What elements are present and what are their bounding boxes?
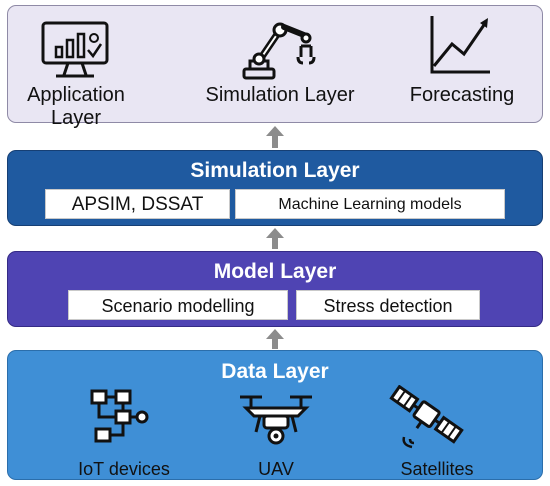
application-layer-label: Application Layer	[27, 84, 125, 129]
arrow-up-icon	[266, 329, 284, 349]
drone-icon	[240, 395, 312, 445]
iot-network-icon	[90, 389, 149, 443]
apsim-dssat-chip: APSIM, DSSAT	[45, 189, 230, 219]
satellite-icon	[389, 385, 464, 449]
model-layer-title: Model Layer	[213, 260, 337, 283]
scenario-modelling-chip: Scenario modelling	[68, 290, 288, 320]
arrow-up-icon	[266, 228, 284, 249]
stress-detection-chip: Stress detection	[296, 290, 480, 320]
data-layer-title: Data Layer	[221, 360, 329, 383]
uav-label: UAV	[258, 459, 294, 479]
forecasting-label: Forecasting	[409, 84, 515, 106]
simulation-layer-label: Simulation Layer	[205, 84, 355, 106]
robotic-arm-icon	[242, 22, 316, 80]
simulation-layer-title: Simulation Layer	[190, 159, 360, 182]
monitor-chart-icon	[41, 21, 109, 78]
satellites-label: Satellites	[400, 459, 474, 479]
arrow-up-icon	[266, 126, 284, 148]
trend-line-icon	[430, 16, 490, 74]
machine-learning-chip: Machine Learning models	[235, 189, 505, 219]
iot-devices-label: IoT devices	[78, 459, 170, 479]
